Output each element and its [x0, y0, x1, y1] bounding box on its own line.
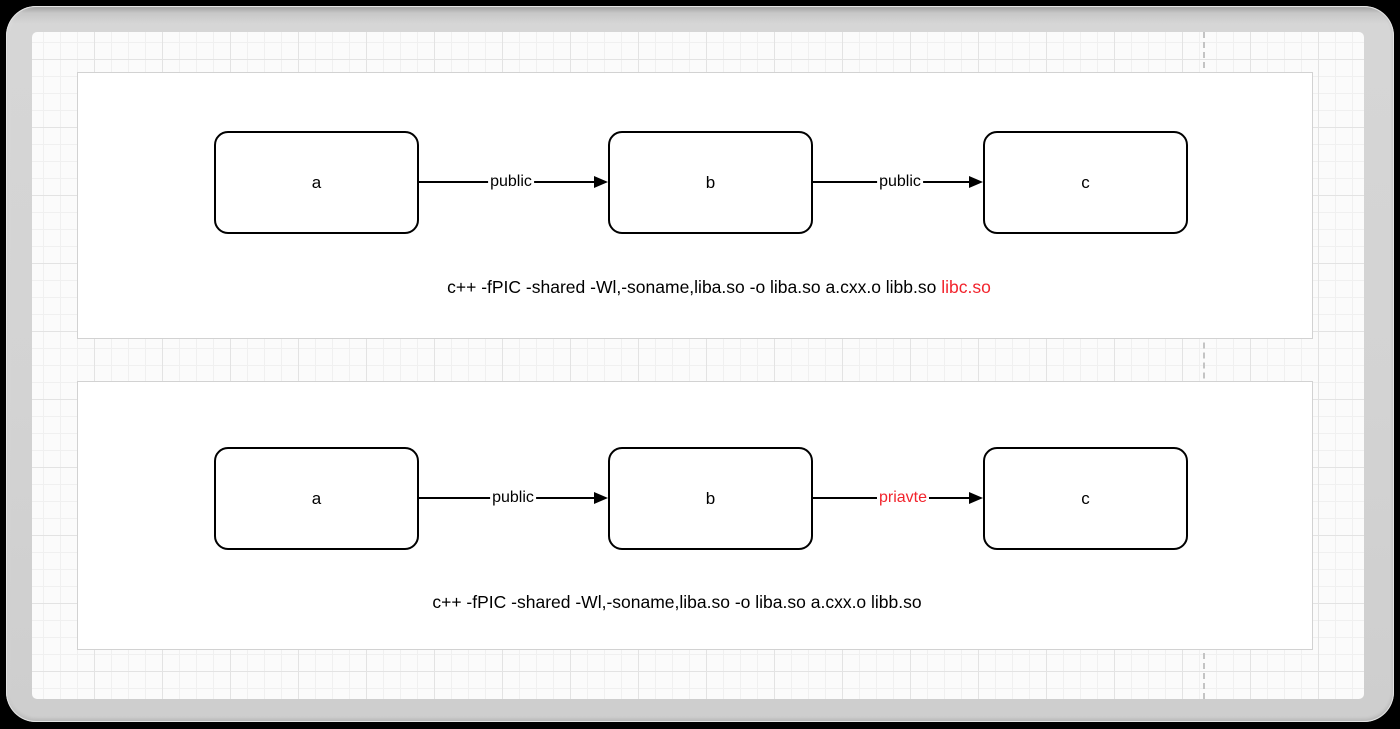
command-red-part: libc.so [941, 277, 991, 297]
app-window: a b c public public c++ -fPIC -shared -W… [6, 6, 1394, 722]
diagram-canvas[interactable]: a b c public public c++ -fPIC -shared -W… [32, 32, 1364, 699]
node-b[interactable]: b [608, 131, 813, 234]
node-a-label: a [311, 488, 322, 508]
node-b-label: b [705, 172, 716, 192]
link-command-text[interactable]: c++ -fPIC -shared -Wl,-soname,liba.so -o… [432, 592, 921, 612]
node-c[interactable]: c [983, 131, 1188, 234]
edge-a-to-b-label[interactable]: public [488, 173, 534, 191]
edge-b-to-c-label[interactable]: public [877, 173, 923, 191]
arrowhead-b-to-c-icon [969, 492, 983, 504]
node-b[interactable]: b [608, 447, 813, 550]
arrowhead-b-to-c-icon [969, 176, 983, 188]
node-b-label: b [705, 488, 716, 508]
page-boundary-dashed-line [1203, 32, 1205, 699]
command-black-part: c++ -fPIC -shared -Wl,-soname,liba.so -o… [432, 592, 922, 612]
diagram-panel-public-linking[interactable]: a b c public public c++ -fPIC -shared -W… [77, 72, 1313, 339]
node-a[interactable]: a [214, 447, 419, 550]
node-a-label: a [311, 172, 322, 192]
node-c-label: c [1081, 488, 1090, 508]
arrowhead-a-to-b-icon [594, 492, 608, 504]
arrowhead-a-to-b-icon [594, 176, 608, 188]
edge-b-to-c-label[interactable]: priavte [876, 489, 930, 507]
node-c-label: c [1081, 172, 1090, 192]
edge-a-to-b-label[interactable]: public [490, 489, 536, 507]
command-black-part: c++ -fPIC -shared -Wl,-soname,liba.so -o… [447, 277, 942, 297]
link-command-text[interactable]: c++ -fPIC -shared -Wl,-soname,liba.so -o… [447, 277, 991, 297]
node-a[interactable]: a [214, 131, 419, 234]
diagram-panel-private-linking[interactable]: a b c public priavte c++ -fPIC -shared -… [77, 381, 1313, 650]
node-c[interactable]: c [983, 447, 1188, 550]
